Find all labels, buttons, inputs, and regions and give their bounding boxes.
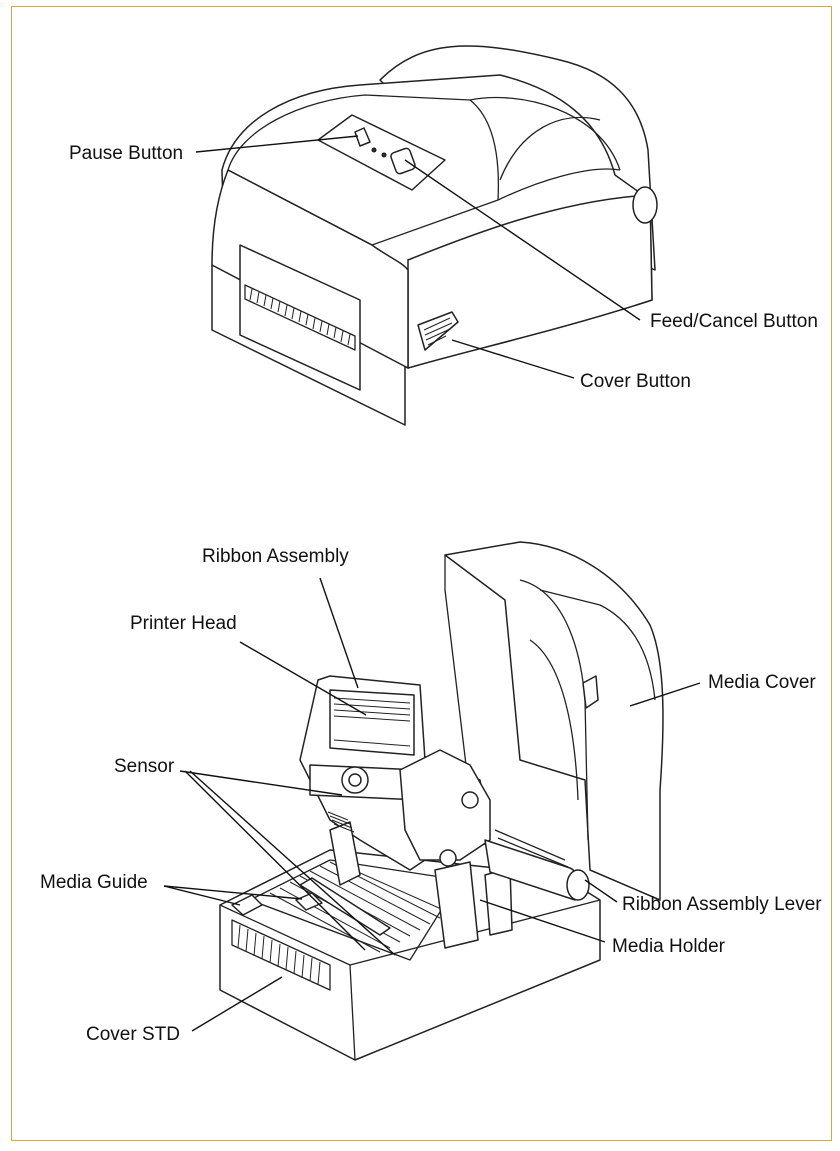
label-feed-cancel-button: Feed/Cancel Button bbox=[650, 311, 818, 332]
label-media-guide: Media Guide bbox=[40, 872, 148, 893]
label-cover-std: Cover STD bbox=[86, 1024, 180, 1045]
label-media-cover: Media Cover bbox=[708, 672, 816, 693]
page-frame bbox=[11, 6, 832, 1141]
label-ribbon-assembly: Ribbon Assembly bbox=[202, 546, 349, 567]
label-cover-button: Cover Button bbox=[580, 371, 691, 392]
open-printer-illustration bbox=[219, 541, 664, 1061]
label-media-holder: Media Holder bbox=[612, 936, 726, 957]
label-sensor: Sensor bbox=[114, 756, 175, 777]
label-ribbon-assembly-lever: Ribbon Assembly Lever bbox=[622, 894, 822, 915]
label-printer-head: Printer Head bbox=[130, 613, 237, 634]
label-pause-button: Pause Button bbox=[69, 143, 183, 164]
closed-printer-illustration bbox=[211, 45, 658, 426]
